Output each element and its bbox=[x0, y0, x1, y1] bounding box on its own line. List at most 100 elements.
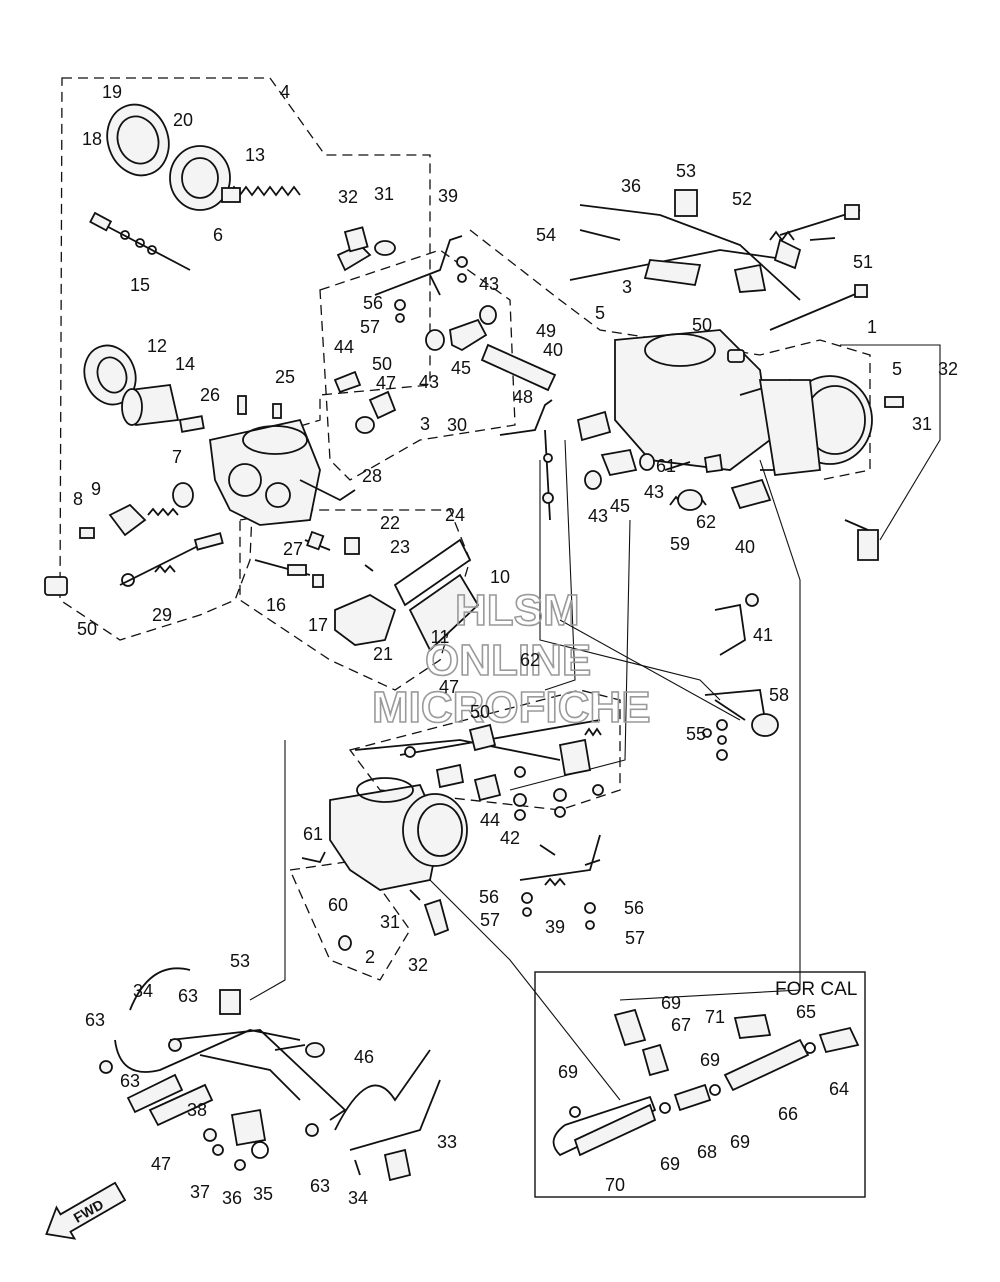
callout-56: 56 bbox=[363, 293, 383, 313]
fitting-44 bbox=[333, 370, 362, 394]
callout-43: 43 bbox=[588, 506, 608, 526]
callout-71: 71 bbox=[705, 1007, 725, 1027]
callout-45: 45 bbox=[451, 358, 471, 378]
watermark: HLSM ONLINE MICROFICHE bbox=[371, 585, 651, 733]
callout-2: 2 bbox=[365, 947, 375, 967]
callout-27: 27 bbox=[283, 539, 303, 559]
callout-53: 53 bbox=[676, 161, 696, 181]
callout-40: 40 bbox=[543, 340, 563, 360]
hose-66 bbox=[723, 1038, 810, 1092]
callout-68: 68 bbox=[697, 1142, 717, 1162]
hose-47 bbox=[368, 390, 397, 420]
float-21 bbox=[334, 593, 397, 646]
callout-32: 32 bbox=[408, 955, 428, 975]
for-cal-box: FOR CAL bbox=[534, 971, 866, 1198]
callout-10: 10 bbox=[490, 567, 510, 587]
callout-69: 69 bbox=[730, 1132, 750, 1152]
center-fittings-group bbox=[333, 226, 557, 521]
callout-56: 56 bbox=[479, 887, 499, 907]
callout-1: 1 bbox=[867, 317, 877, 337]
callout-51: 51 bbox=[853, 252, 873, 272]
callout-47: 47 bbox=[376, 373, 396, 393]
hose-harness-group bbox=[99, 967, 441, 1182]
knob-58 bbox=[751, 713, 779, 737]
callout-47: 47 bbox=[439, 677, 459, 697]
for-cal-frame bbox=[534, 971, 866, 1198]
callout-48: 48 bbox=[513, 387, 533, 407]
clip-71 bbox=[733, 1014, 772, 1039]
callout-32: 32 bbox=[338, 187, 358, 207]
callout-12: 12 bbox=[147, 336, 167, 356]
left-carburetor-group bbox=[44, 103, 480, 652]
fitting-44-lower bbox=[473, 773, 502, 802]
throttle-body-r bbox=[758, 379, 821, 476]
callout-32: 32 bbox=[938, 359, 958, 379]
callout-62: 62 bbox=[520, 650, 540, 670]
callout-49: 49 bbox=[536, 321, 556, 341]
callout-43: 43 bbox=[479, 274, 499, 294]
boundary-21 bbox=[239, 509, 471, 691]
callout-69: 69 bbox=[660, 1154, 680, 1174]
callout-57: 57 bbox=[480, 910, 500, 930]
callout-30: 30 bbox=[447, 415, 467, 435]
callout-36: 36 bbox=[222, 1188, 242, 1208]
callout-47: 47 bbox=[151, 1154, 171, 1174]
right-carb-body bbox=[614, 329, 771, 471]
callout-64: 64 bbox=[829, 1079, 849, 1099]
washer-31 bbox=[374, 240, 396, 256]
callout-69: 69 bbox=[661, 993, 681, 1013]
callout-15: 15 bbox=[130, 275, 150, 295]
callout-50: 50 bbox=[692, 315, 712, 335]
callout-43: 43 bbox=[419, 372, 439, 392]
callout-61: 61 bbox=[656, 456, 676, 476]
bracket-plate bbox=[169, 1029, 347, 1121]
callout-56: 56 bbox=[624, 898, 644, 918]
watermark-line-2: ONLINE bbox=[425, 636, 591, 685]
hose-40a bbox=[576, 410, 612, 442]
cap-43b bbox=[479, 305, 497, 325]
lower-carburetor-group bbox=[301, 719, 604, 951]
callout-53: 53 bbox=[230, 951, 250, 971]
callout-3: 3 bbox=[622, 277, 632, 297]
callout-50: 50 bbox=[470, 702, 490, 722]
callout-29: 29 bbox=[152, 605, 172, 625]
part-50-lower bbox=[468, 723, 497, 752]
callout-69: 69 bbox=[700, 1050, 720, 1070]
callout-66: 66 bbox=[778, 1104, 798, 1124]
callout-18: 18 bbox=[82, 129, 102, 149]
cap-43d bbox=[639, 453, 655, 471]
callout-37: 37 bbox=[190, 1182, 210, 1202]
callout-46: 46 bbox=[354, 1047, 374, 1067]
callout-14: 14 bbox=[175, 354, 195, 374]
throttle-lever-41 bbox=[714, 603, 746, 656]
callout-50: 50 bbox=[77, 619, 97, 639]
callout-44: 44 bbox=[334, 337, 354, 357]
callout-9: 9 bbox=[91, 479, 101, 499]
right-carburetor-group bbox=[569, 189, 904, 561]
callout-44: 44 bbox=[480, 810, 500, 830]
callout-25: 25 bbox=[275, 367, 295, 387]
part-50-left bbox=[44, 576, 68, 596]
callout-63: 63 bbox=[85, 1010, 105, 1030]
callout-35: 35 bbox=[253, 1184, 273, 1204]
tee-45b bbox=[600, 448, 638, 477]
callout-22: 22 bbox=[380, 513, 400, 533]
callout-42: 42 bbox=[500, 828, 520, 848]
callout-54: 54 bbox=[536, 225, 556, 245]
callout-21: 21 bbox=[373, 644, 393, 664]
callout-67: 67 bbox=[671, 1015, 691, 1035]
left-carb-body bbox=[209, 418, 321, 526]
link-arm-lower bbox=[354, 739, 561, 761]
clamp-35 bbox=[251, 1141, 269, 1159]
callout-20: 20 bbox=[173, 110, 193, 130]
hose-40b bbox=[730, 478, 772, 510]
for-cal-header: FOR CAL bbox=[775, 979, 857, 1000]
fitting-64 bbox=[818, 1026, 860, 1054]
boundary-2 bbox=[289, 859, 411, 981]
hose-47-a bbox=[126, 1073, 184, 1114]
callout-24: 24 bbox=[445, 505, 465, 525]
hose-47-lower bbox=[435, 763, 465, 789]
callout-63: 63 bbox=[178, 986, 198, 1006]
plug-32-lower bbox=[423, 898, 450, 937]
